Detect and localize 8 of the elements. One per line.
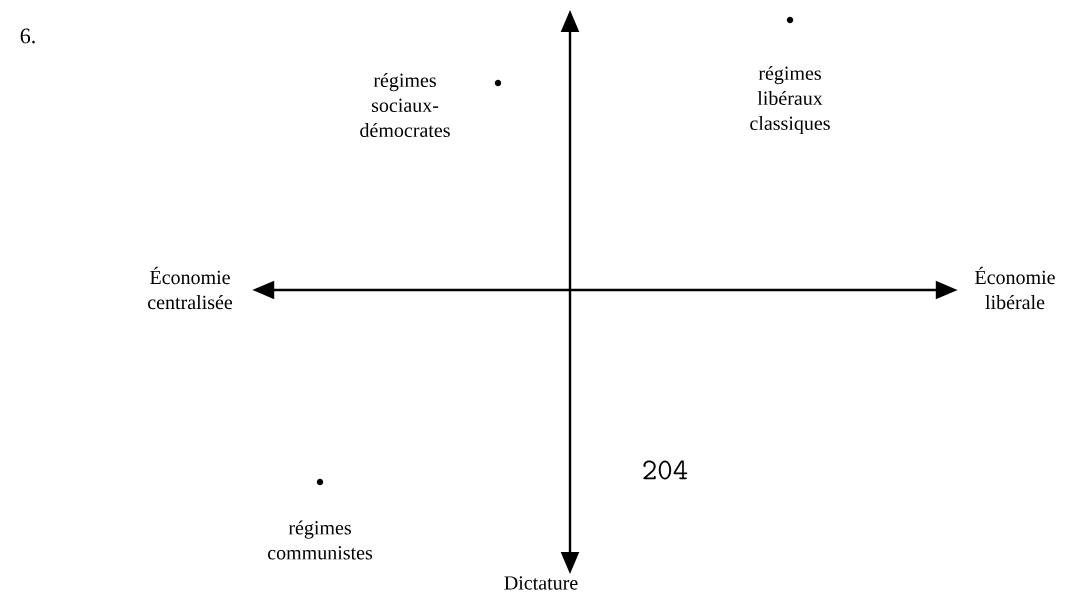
axis-label: Dictature bbox=[504, 576, 578, 590]
region-label: régimes sociaux-démocrates bbox=[360, 72, 450, 138]
page-number: 204 bbox=[643, 460, 688, 480]
axis-label: Économie centralisée bbox=[148, 266, 233, 310]
figure-number: 6. bbox=[20, 28, 35, 44]
axis-label: Économie libérale bbox=[975, 266, 1055, 310]
region-label: régimes communistes bbox=[268, 520, 373, 560]
region-label: régimes libéraux classiques bbox=[750, 65, 830, 135]
